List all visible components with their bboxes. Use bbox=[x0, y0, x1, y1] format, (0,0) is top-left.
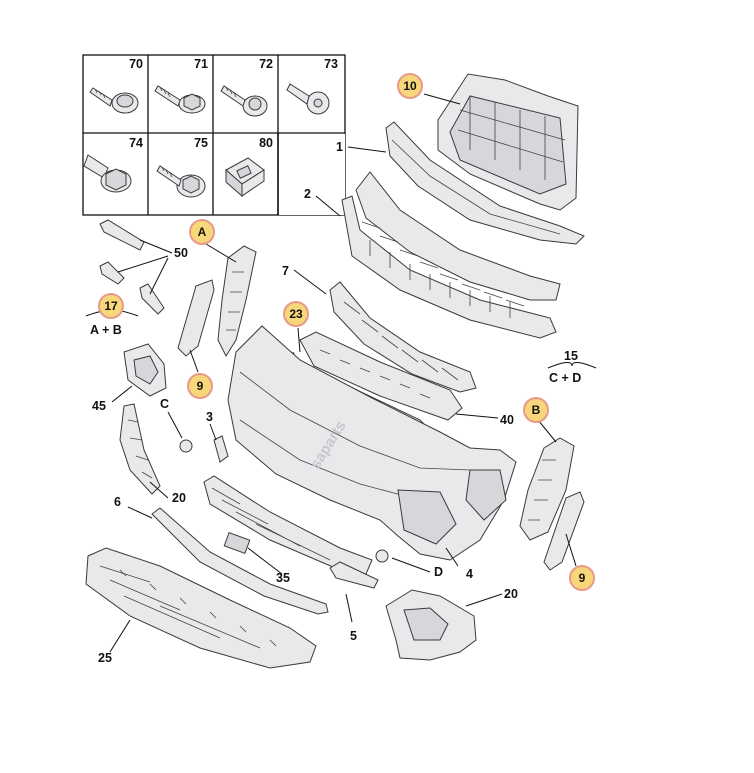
callout-C: C bbox=[160, 397, 169, 411]
fastener-cell-73: 73 bbox=[286, 57, 338, 115]
svg-text:10: 10 bbox=[403, 79, 417, 93]
group-15-number: 15 bbox=[564, 349, 578, 363]
hex-washer-bolt-icon bbox=[154, 85, 206, 114]
callout-D: D bbox=[434, 565, 443, 579]
part-3-small-cap bbox=[213, 435, 229, 463]
part-A-left-guide bbox=[217, 245, 257, 358]
svg-text:A: A bbox=[198, 225, 207, 239]
part-9-right-strip bbox=[543, 491, 585, 571]
callout-50: 50 bbox=[174, 246, 188, 260]
flange-screw-icon bbox=[89, 87, 139, 114]
svg-text:9: 9 bbox=[579, 571, 586, 585]
hex-washer-bolt-icon bbox=[156, 165, 206, 198]
badge-9-right: 9 bbox=[569, 565, 595, 591]
badge-B: B bbox=[523, 397, 549, 423]
badge-9-left: 9 bbox=[187, 373, 213, 399]
callout-1: 1 bbox=[336, 140, 343, 154]
callout-20-left: 20 bbox=[172, 491, 186, 505]
part-D-clip bbox=[375, 549, 389, 563]
callout-40: 40 bbox=[500, 413, 514, 427]
fastener-cell-80: 80 bbox=[225, 136, 273, 198]
part-50-clips bbox=[99, 219, 165, 315]
part-4-bumper-shell bbox=[227, 325, 517, 561]
svg-text:23: 23 bbox=[289, 307, 303, 321]
callout-labels: 1 2 3 4 5 6 7 20 20 25 35 40 45 50 C D bbox=[92, 140, 518, 665]
badge-17: 17 bbox=[98, 293, 124, 319]
group-15-members: C + D bbox=[549, 371, 581, 385]
fastener-number: 70 bbox=[129, 57, 143, 71]
fastener-number: 71 bbox=[194, 57, 208, 71]
callout-6: 6 bbox=[114, 495, 121, 509]
part-6-chrome-strip bbox=[151, 507, 329, 615]
callout-45: 45 bbox=[92, 399, 106, 413]
svg-text:B: B bbox=[532, 403, 541, 417]
svg-text:17: 17 bbox=[104, 299, 118, 313]
fastener-cell-72: 72 bbox=[220, 57, 273, 117]
square-clip-icon bbox=[225, 157, 265, 198]
hex-flange-nut-icon bbox=[83, 154, 132, 193]
fastener-number: 75 bbox=[194, 136, 208, 150]
fastener-table: 70 71 72 bbox=[82, 54, 346, 216]
fastener-number: 72 bbox=[259, 57, 273, 71]
part-45-bezel bbox=[123, 343, 167, 397]
fastener-cell-74: 74 bbox=[83, 136, 143, 193]
group-15-brace bbox=[547, 362, 597, 369]
part-10-cooling-carrier bbox=[437, 73, 579, 211]
callout-5: 5 bbox=[350, 629, 357, 643]
leader-lines bbox=[109, 93, 577, 653]
part-2-radiator-grille bbox=[341, 171, 561, 339]
callout-2: 2 bbox=[304, 187, 311, 201]
part-C-clip bbox=[179, 439, 193, 453]
callout-7: 7 bbox=[282, 264, 289, 278]
fastener-cell-75: 75 bbox=[156, 136, 208, 198]
part-9-left-strip bbox=[177, 279, 215, 357]
rivet-clip-icon bbox=[286, 83, 330, 115]
fastener-number: 74 bbox=[129, 136, 143, 150]
svg-text:9: 9 bbox=[197, 379, 204, 393]
part-35-lower-insert bbox=[203, 475, 373, 575]
badge-23: 23 bbox=[283, 301, 309, 327]
highlight-badges: 10 A 17 23 9 B 9 bbox=[98, 73, 595, 591]
fastener-cell-71: 71 bbox=[154, 57, 208, 114]
group-17-members: A + B bbox=[90, 323, 122, 337]
callout-25: 25 bbox=[98, 651, 112, 665]
badge-A: A bbox=[189, 219, 215, 245]
fastener-number: 80 bbox=[259, 136, 273, 150]
badge-10: 10 bbox=[397, 73, 423, 99]
fastener-cell-70: 70 bbox=[89, 57, 143, 114]
part-20-corner-trim bbox=[385, 589, 477, 661]
part-5-lower-lip bbox=[329, 561, 379, 589]
part-7-lower-grille bbox=[329, 281, 477, 393]
callout-35: 35 bbox=[276, 571, 290, 585]
part-1-upper-trim bbox=[385, 121, 585, 245]
part-23-absorber bbox=[299, 331, 463, 421]
part-B-right-guide bbox=[519, 437, 575, 541]
fastener-number: 73 bbox=[324, 57, 338, 71]
callout-20-right: 20 bbox=[504, 587, 518, 601]
callout-4: 4 bbox=[466, 567, 473, 581]
callout-3: 3 bbox=[206, 410, 213, 424]
part-20-left-bracket bbox=[119, 403, 161, 495]
toothed-flange-bolt-icon bbox=[220, 85, 268, 117]
part-25-engine-shield bbox=[85, 547, 317, 669]
